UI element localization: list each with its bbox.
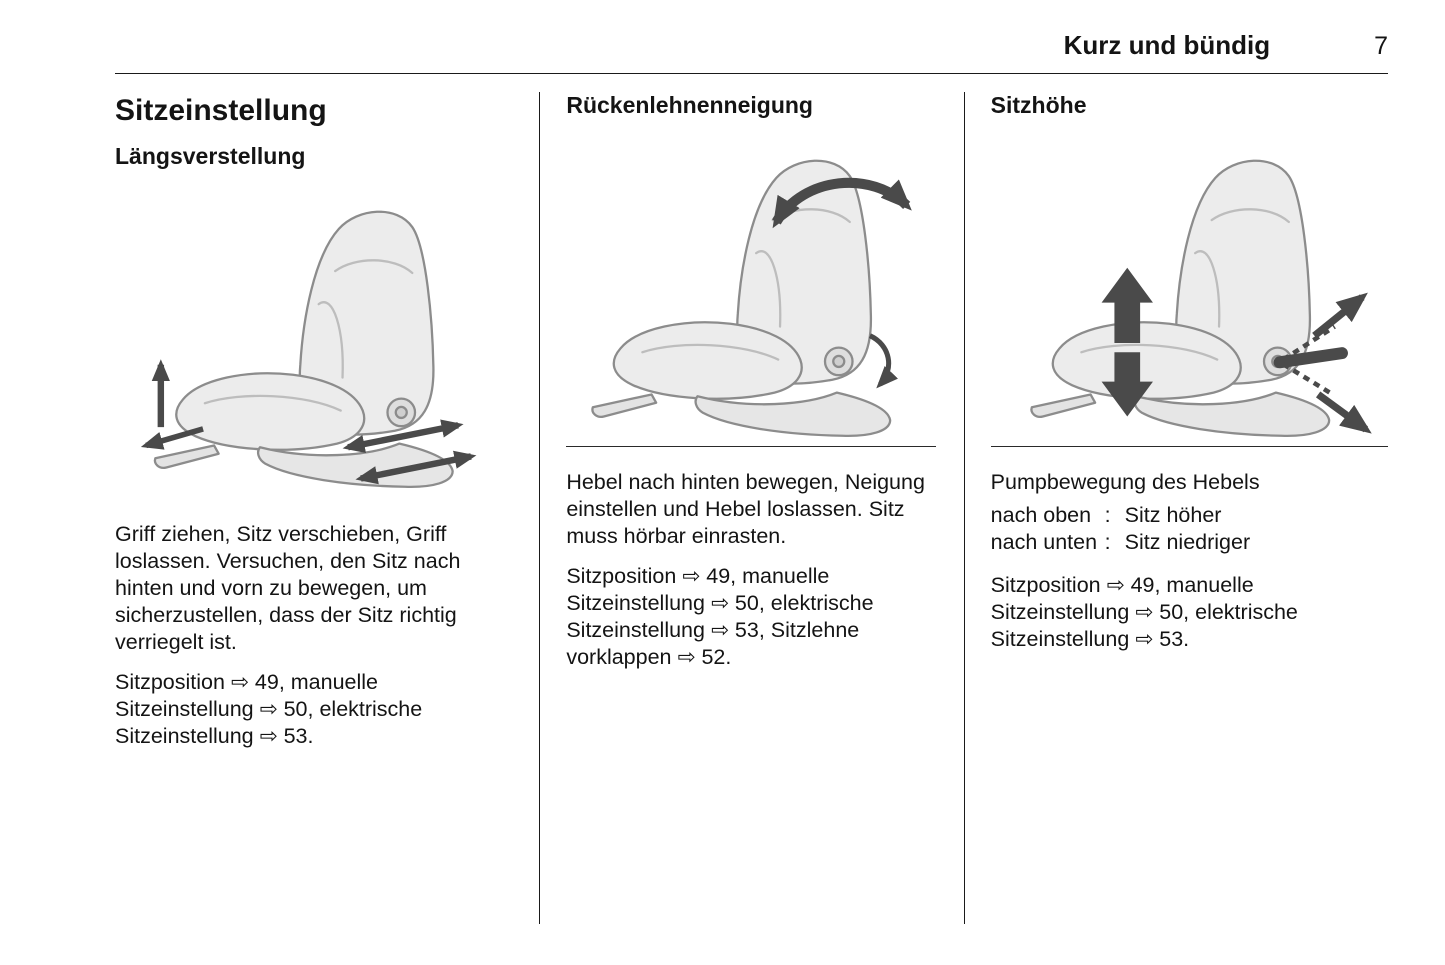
down-right-arrow-icon bbox=[1315, 391, 1372, 435]
knob-rotate-arrow-icon bbox=[869, 333, 899, 389]
definition-term: nach oben bbox=[990, 503, 1092, 528]
definition-colon: : bbox=[1104, 530, 1111, 555]
reference-paragraph: Sitzposition ⇨ 49, manuelle Sitzeinstell… bbox=[990, 573, 1298, 652]
down-block-arrow-icon bbox=[1101, 352, 1153, 417]
fore-aft-arrow-icon bbox=[342, 419, 464, 454]
pump-lever-arrows-icon bbox=[1273, 293, 1372, 435]
lever-icon bbox=[1273, 347, 1348, 369]
figure-backrest-tilt bbox=[566, 132, 936, 448]
reference-paragraph: Sitzposition ⇨ 49, manuelle Sitzeinstell… bbox=[566, 564, 874, 670]
up-right-arrow-icon bbox=[1311, 293, 1368, 340]
backrest-tilt-arrows-icon bbox=[772, 178, 913, 389]
recline-curved-arrow-icon bbox=[772, 178, 913, 229]
definition-colon: : bbox=[1104, 503, 1111, 528]
column-seat-height: Sitzhöhe Pumpb bbox=[963, 92, 1388, 924]
definition-term: nach unten bbox=[990, 530, 1098, 555]
fore-aft-arrow-icon bbox=[355, 451, 477, 485]
figure-seat-height bbox=[990, 132, 1388, 448]
height-adjust-arrows-icon bbox=[1101, 268, 1153, 417]
page-header-title: Kurz und bündig bbox=[1063, 30, 1271, 60]
up-block-arrow-icon bbox=[1101, 268, 1153, 344]
page-number: 7 bbox=[1374, 32, 1388, 60]
sub-heading: Längsverstellung bbox=[115, 143, 306, 169]
seat-illustration bbox=[153, 211, 454, 489]
slide-adjust-arrows-icon bbox=[140, 359, 477, 485]
body-paragraph: Pumpbewegung des Hebels bbox=[990, 470, 1260, 495]
down-left-arrow-icon bbox=[140, 426, 204, 451]
definition-desc: Sitz niedriger bbox=[1124, 530, 1251, 555]
definition-list: nach oben : Sitz höher nach unten : Sitz… bbox=[991, 502, 1388, 556]
column-backrest-tilt: Rückenlehnenneigung Hebel nach hinten be… bbox=[539, 92, 963, 924]
seat-illustration bbox=[1029, 160, 1330, 438]
reference-paragraph: Sitzposition ⇨ 49, manuelle Sitzeinstell… bbox=[115, 670, 423, 749]
section-heading: Sitzeinstellung bbox=[115, 94, 327, 127]
content-columns: Sitzeinstellung Längsverstellung Griff z… bbox=[115, 92, 1388, 924]
definition-desc: Sitz höher bbox=[1124, 503, 1222, 528]
section-heading: Rückenlehnenneigung bbox=[566, 92, 813, 118]
lever-down-dashed-icon bbox=[1281, 362, 1334, 397]
body-paragraph: Griff ziehen, Sitz verschieben, Griff lo… bbox=[115, 522, 461, 655]
definition-row: nach oben : Sitz höher bbox=[991, 502, 1388, 529]
column-seat-adjustment: Sitzeinstellung Längsverstellung Griff z… bbox=[115, 92, 539, 924]
figure-seat-longitudinal bbox=[115, 183, 511, 495]
lever-up-dashed-icon bbox=[1281, 325, 1336, 362]
section-heading: Sitzhöhe bbox=[990, 92, 1087, 118]
page-header: Kurz und bündig 7 bbox=[115, 30, 1388, 74]
body-paragraph: Hebel nach hinten bewegen, Neigung einst… bbox=[566, 470, 925, 549]
seat-illustration bbox=[591, 160, 892, 438]
definition-row: nach unten : Sitz niedriger bbox=[991, 529, 1388, 556]
